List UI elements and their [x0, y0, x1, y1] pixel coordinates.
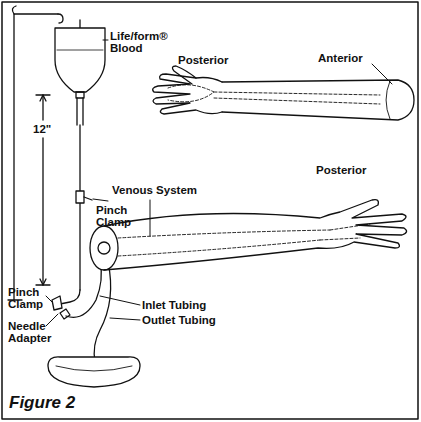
part-label: 12"	[32, 123, 52, 135]
part-label: Pinch Clamp	[96, 204, 138, 228]
part-label: Venous System	[112, 184, 197, 196]
part-label: Life/form® Blood	[110, 30, 172, 54]
part-label: Needle Adapter	[8, 320, 52, 344]
part-label: Posterior	[316, 164, 367, 176]
figure-caption: Figure 2	[9, 393, 75, 413]
part-label: Anterior	[318, 52, 363, 64]
part-label: Outlet Tubing	[142, 314, 216, 326]
part-label: Pinch Clamp	[8, 286, 48, 310]
part-label: Posterior	[178, 54, 229, 66]
part-label: Inlet Tubing	[142, 299, 206, 311]
